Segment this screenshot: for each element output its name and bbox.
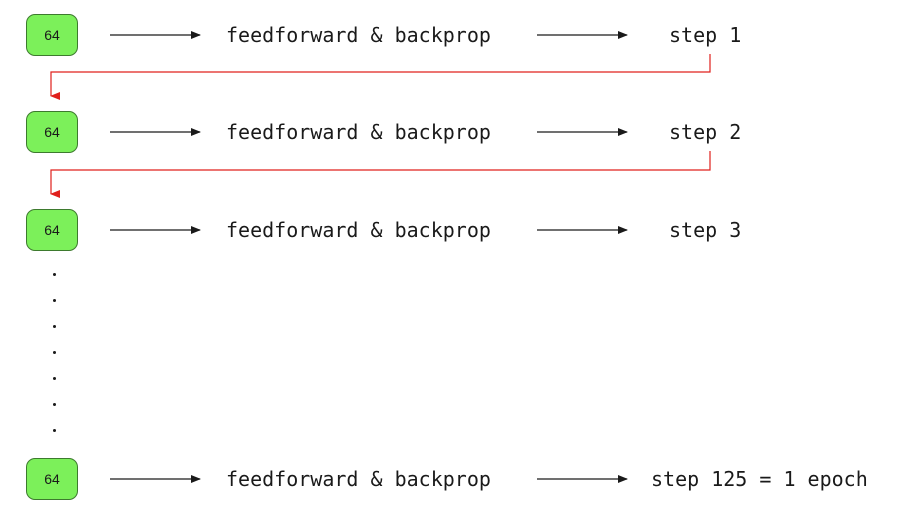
- ellipsis-dot: [53, 429, 56, 432]
- process-label-3: feedforward & backprop: [226, 218, 491, 242]
- batch-size-label: 64: [44, 222, 60, 238]
- process-label-2: feedforward & backprop: [226, 120, 491, 144]
- ellipsis-dot: [53, 325, 56, 328]
- ellipsis-dot: [53, 403, 56, 406]
- loop-arrow-step2-to-batch3: [50, 151, 711, 198]
- batch-box-4: 64: [26, 458, 78, 500]
- ellipsis-dot: [53, 351, 56, 354]
- batch-box-2: 64: [26, 111, 78, 153]
- batch-size-label: 64: [44, 124, 60, 140]
- process-label-1: feedforward & backprop: [226, 23, 491, 47]
- loop-arrow-step1-to-batch2: [50, 54, 711, 100]
- batch-size-label: 64: [44, 27, 60, 43]
- batch-box-1: 64: [26, 14, 78, 56]
- step-label-3: step 3: [669, 218, 742, 242]
- ellipsis-dot: [53, 299, 56, 302]
- step-label-2: step 2: [669, 120, 742, 144]
- batch-size-label: 64: [44, 471, 60, 487]
- ellipsis-dot: [53, 377, 56, 380]
- step-label-1: step 1: [669, 23, 742, 47]
- ellipsis-dot: [53, 273, 56, 276]
- process-label-4: feedforward & backprop: [226, 467, 491, 491]
- step-label-4: step 125 = 1 epoch: [651, 467, 868, 491]
- batch-box-3: 64: [26, 209, 78, 251]
